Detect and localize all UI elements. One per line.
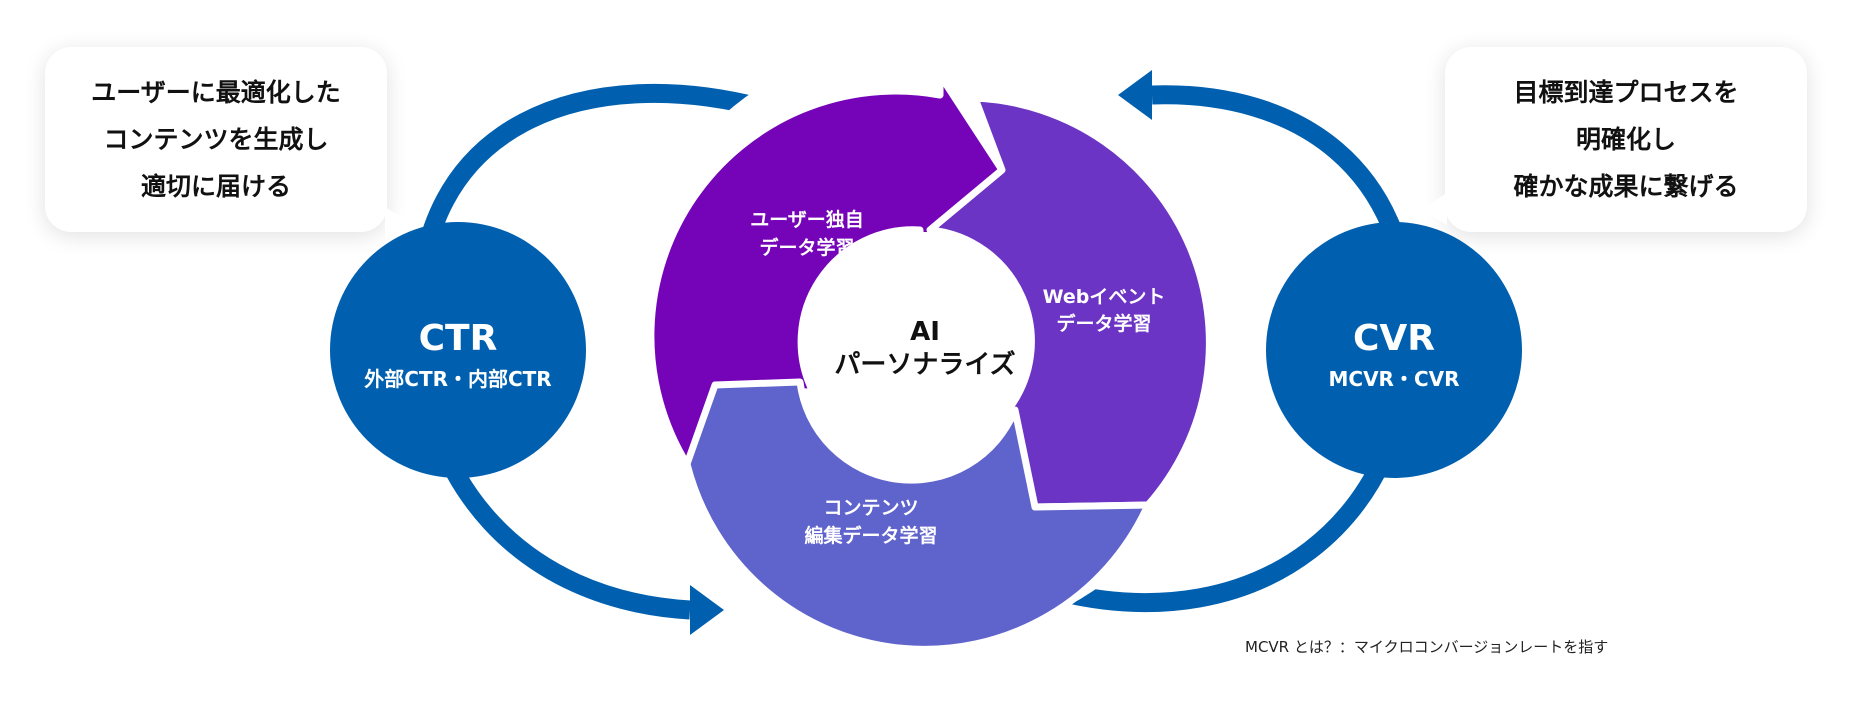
cvr-circle <box>1266 222 1522 478</box>
segment-user-label-1: ユーザー独自 <box>750 208 864 231</box>
segment-content-data <box>683 378 1152 653</box>
segment-content-label-1: コンテンツ <box>823 497 918 519</box>
bubble-line: 明確化し <box>1575 125 1676 154</box>
segment-content-label-2: 編集データ学習 <box>804 524 937 547</box>
bubble-tail <box>1421 193 1447 225</box>
bubble-line: コンテンツを生成し <box>103 125 329 154</box>
ctr-circle <box>330 222 586 478</box>
ctr-subtitle: 外部CTR・内部CTR <box>364 367 551 391</box>
cvr-speech-bubble: 目標到達プロセスを 明確化し 確かな成果に繋げる <box>1421 47 1807 232</box>
segment-user-label-2: データ学習 <box>759 236 854 259</box>
ctr-speech-bubble: ユーザーに最適化した コンテンツを生成し 適切に届ける <box>45 47 411 239</box>
segment-web-label-1: Webイベント <box>1043 286 1166 308</box>
center-title-personalize: パーソナライズ <box>834 349 1015 380</box>
segment-web-label-2: データ学習 <box>1056 312 1151 335</box>
bubble-line: 目標到達プロセスを <box>1513 78 1739 107</box>
right-arrowhead-icon <box>1118 70 1152 120</box>
left-arrowhead-icon <box>690 585 724 635</box>
bubble-line: 確かな成果に繋げる <box>1513 172 1739 201</box>
cvr-subtitle: MCVR・CVR <box>1328 367 1459 391</box>
bubble-line: ユーザーに最適化した <box>91 78 341 107</box>
ctr-title: CTR <box>419 318 498 359</box>
center-title-ai: AI <box>910 317 940 347</box>
bubble-tail <box>385 207 411 239</box>
cvr-title: CVR <box>1353 318 1435 359</box>
bubble-line: 適切に届ける <box>140 172 291 201</box>
segment-user-data <box>647 71 1006 468</box>
mcvr-footnote: MCVR とは？：マイクロコンバージョンレートを指す <box>1245 638 1609 656</box>
center-hub <box>817 232 1033 448</box>
